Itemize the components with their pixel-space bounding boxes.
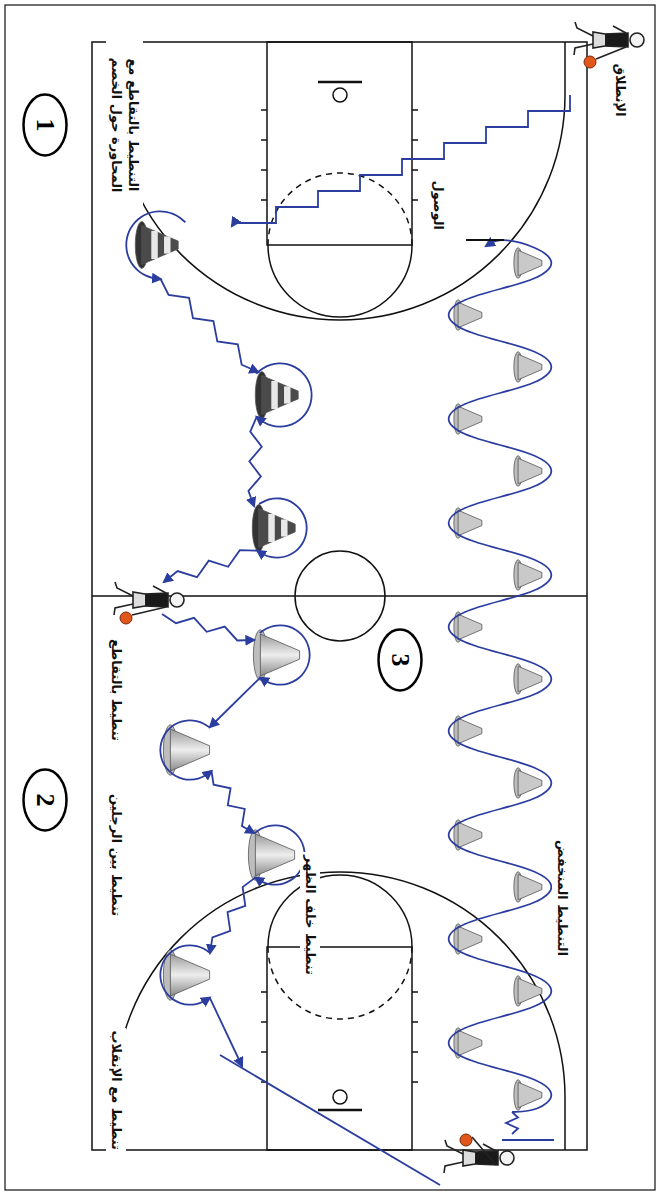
dribble-path	[210, 678, 260, 727]
training-cone	[514, 560, 542, 591]
training-cone	[514, 872, 542, 903]
training-cone	[135, 222, 178, 269]
dribble-path	[126, 211, 185, 279]
ball	[584, 56, 596, 68]
ball	[460, 1134, 472, 1146]
frame	[5, 5, 655, 1190]
training-cone	[163, 725, 209, 775]
center-circle	[295, 551, 385, 641]
dribble-path	[260, 625, 310, 684]
dribble-path	[232, 95, 570, 226]
basket	[333, 88, 347, 102]
training-cone	[514, 976, 542, 1007]
free-throw-circle	[268, 947, 412, 1019]
free-throw-circle	[268, 875, 412, 947]
training-cone	[514, 1080, 542, 1111]
court-boundary	[92, 42, 587, 1150]
player-figure	[114, 582, 184, 624]
callout-number: 3	[385, 628, 423, 692]
drill-label: تنطيط مع الإنقلاب	[106, 1028, 126, 1153]
three-point-line	[115, 42, 565, 320]
court-lines	[5, 5, 655, 1190]
dribble-path	[220, 1055, 440, 1185]
backboard	[318, 1109, 362, 1112]
drill-label: تنطيط بين الرجلين	[106, 791, 126, 919]
dribble-path	[248, 417, 261, 506]
backboard	[318, 81, 362, 84]
training-cone	[253, 630, 299, 680]
dribble-path	[164, 550, 257, 582]
drill-label: تنطيط خلف الظهر	[300, 852, 320, 978]
start-mark	[502, 1139, 554, 1141]
callout-ellipse: 1	[22, 93, 68, 157]
training-cone	[514, 768, 542, 799]
free-throw-circle	[268, 173, 412, 245]
drill-label: تنطيط بالتقاطع	[106, 636, 126, 744]
drill-label: الإنطلاق	[610, 61, 630, 120]
dribble-path	[449, 240, 552, 1112]
dribble-path	[210, 998, 242, 1066]
key	[267, 42, 412, 245]
dribble-path	[161, 279, 258, 372]
half-court	[115, 42, 565, 320]
dribble-path	[211, 771, 254, 833]
callout-ellipse: 3	[377, 628, 423, 692]
dribble-path	[210, 878, 255, 953]
dribble-path	[257, 498, 306, 557]
dribble-path	[162, 614, 254, 640]
training-cone	[163, 950, 209, 1000]
dribble-path	[160, 945, 210, 1004]
callout-number: 2	[30, 768, 68, 832]
player-figure	[574, 22, 644, 68]
drill-label: الوصول	[428, 178, 448, 233]
dribble-path	[506, 1112, 518, 1134]
training-cone	[514, 456, 542, 487]
dribble-path	[160, 720, 211, 779]
training-cone	[252, 505, 295, 552]
dribble-path	[255, 825, 305, 884]
drill-label: التنطيط المنخفض	[552, 837, 572, 959]
drill-label: التنطيط بالتقاطع مع المحاورة حول الخصم	[106, 40, 143, 211]
callout-number: 1	[30, 93, 68, 157]
callout-ellipse: 2	[22, 768, 68, 832]
training-cone	[514, 664, 542, 695]
training-cone	[248, 830, 294, 880]
ball	[120, 612, 132, 624]
basket	[333, 1090, 347, 1104]
training-cone	[514, 352, 542, 383]
dribble-paths	[126, 95, 570, 1185]
finish-mark	[466, 239, 504, 241]
training-cone	[255, 372, 298, 419]
key	[267, 947, 412, 1150]
free-throw-circle	[268, 245, 412, 317]
training-cone	[514, 248, 542, 279]
dribble-path	[256, 363, 311, 426]
player-figure	[444, 1134, 514, 1173]
